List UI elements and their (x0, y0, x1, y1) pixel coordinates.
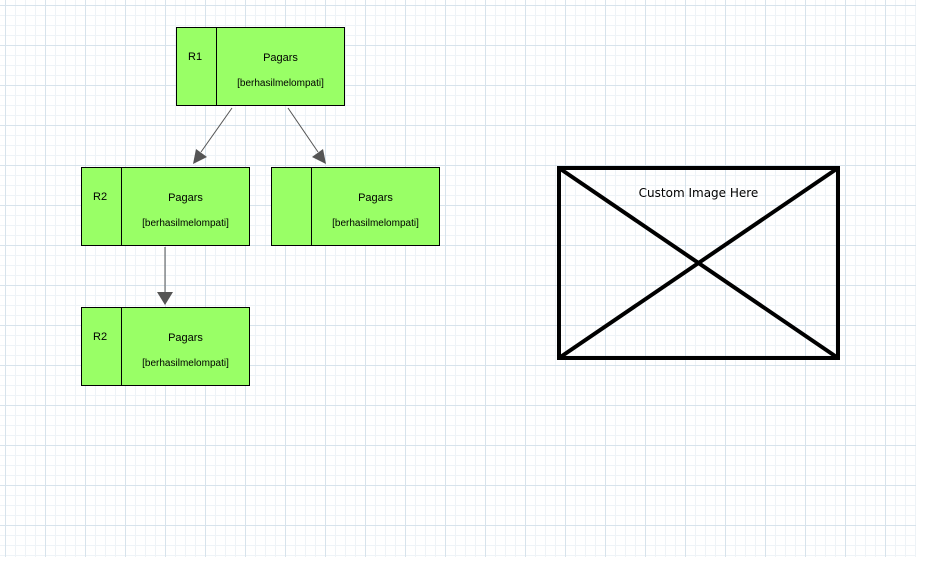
custom-image-placeholder[interactable] (557, 166, 840, 360)
node-id (272, 168, 312, 245)
node-title: Pagars (168, 192, 203, 204)
node-subtitle: [berhasilmelompati] (142, 358, 229, 369)
node-id: R2 (82, 308, 122, 385)
node-title: Pagars (168, 332, 203, 344)
node-id: R1 (177, 28, 217, 105)
diagram-canvas[interactable] (0, 0, 916, 557)
node-id: R2 (82, 168, 122, 245)
node-body: Pagars [berhasilmelompati] (312, 168, 439, 245)
placeholder-label: Custom Image Here (638, 186, 759, 200)
node-body: Pagars [berhasilmelompati] (122, 308, 249, 385)
placeholder-cross-line (557, 166, 840, 360)
node-subtitle: [berhasilmelompati] (332, 218, 419, 229)
node-body: Pagars [berhasilmelompati] (122, 168, 249, 245)
node-subtitle: [berhasilmelompati] (142, 218, 229, 229)
node-body: Pagars [berhasilmelompati] (217, 28, 344, 105)
node-title: Pagars (263, 52, 298, 64)
node-r2-left[interactable]: R2 Pagars [berhasilmelompati] (81, 167, 250, 246)
placeholder-frame (557, 166, 840, 360)
node-right[interactable]: Pagars [berhasilmelompati] (271, 167, 440, 246)
node-title: Pagars (358, 192, 393, 204)
node-r1[interactable]: R1 Pagars [berhasilmelompati] (176, 27, 345, 106)
node-subtitle: [berhasilmelompati] (237, 78, 324, 89)
node-r2-bottom[interactable]: R2 Pagars [berhasilmelompati] (81, 307, 250, 386)
